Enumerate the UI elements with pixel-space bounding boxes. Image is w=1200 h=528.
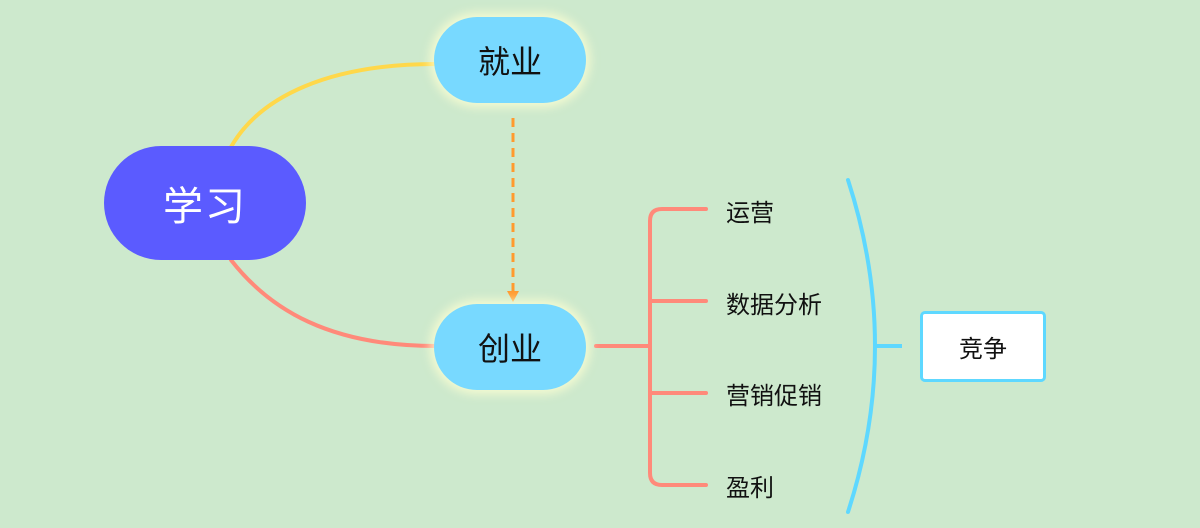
subtopic-profit[interactable]: 盈利 xyxy=(726,468,774,502)
connector-root-employment xyxy=(229,62,438,149)
branch-bracket xyxy=(648,207,708,487)
subtopic-operations[interactable]: 运营 xyxy=(726,193,774,227)
connector-root-startup xyxy=(229,258,438,348)
summary-topic[interactable]: 竞争 xyxy=(920,311,1046,382)
subtopic-label: 运营 xyxy=(726,198,774,227)
topic-startup-label: 创业 xyxy=(477,330,542,368)
subtopic-label: 数据分析 xyxy=(726,290,822,319)
topic-employment[interactable]: 就业 xyxy=(434,17,586,103)
root-topic[interactable]: 学习 xyxy=(104,146,306,260)
subtopic-label: 营销促销 xyxy=(726,381,822,410)
summary-brace xyxy=(846,178,877,514)
subtopic-label: 盈利 xyxy=(726,473,774,502)
root-topic-label: 学习 xyxy=(163,184,247,230)
topic-employment-label: 就业 xyxy=(477,43,542,81)
summary-topic-label: 竞争 xyxy=(959,335,1007,363)
relationship-arrowhead xyxy=(507,291,519,302)
topic-startup[interactable]: 创业 xyxy=(434,304,586,390)
subtopic-marketing[interactable]: 营销促销 xyxy=(726,376,822,410)
subtopic-data-analysis[interactable]: 数据分析 xyxy=(726,285,822,319)
